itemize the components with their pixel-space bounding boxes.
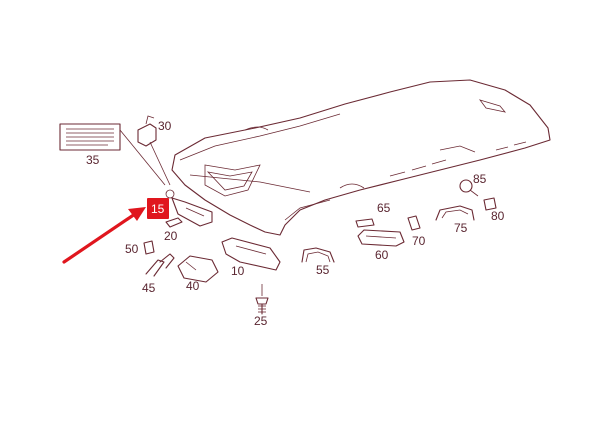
part-number-55: 55 (316, 263, 330, 277)
bulb-part-20 (165, 217, 183, 228)
part-number-30: 30 (158, 119, 172, 133)
part-number-15: 15 (151, 202, 165, 216)
highlight-box (147, 198, 169, 219)
clip-part-80 (483, 197, 497, 211)
clip-part-70 (407, 215, 421, 231)
headliner-panel (171, 79, 551, 236)
part-number-65: 65 (377, 201, 391, 215)
handle-part-75 (435, 205, 475, 221)
hook-part-45 (145, 253, 175, 277)
part-number-80: 80 (491, 209, 505, 223)
part-number-35: 35 (86, 153, 100, 167)
warning-label-35 (59, 123, 166, 186)
lamp-part-40 (177, 255, 219, 283)
part-number-40: 40 (186, 279, 200, 293)
part-number-10: 10 (231, 264, 245, 278)
part-number-75: 75 (454, 221, 468, 235)
bulb-part-65 (355, 218, 375, 228)
part-number-45: 45 (142, 281, 156, 295)
handle-part-10 (221, 237, 281, 271)
handle-part-55 (301, 247, 335, 263)
part-number-25: 25 (254, 314, 268, 328)
clip-part-30 (137, 115, 171, 186)
clip-part-50 (143, 240, 155, 255)
part-number-85: 85 (473, 172, 487, 186)
part-number-20: 20 (164, 229, 178, 243)
knob-part-85 (459, 179, 479, 197)
visor-part-15 (165, 189, 213, 227)
part-number-60: 60 (375, 248, 389, 262)
lamp-part-60 (357, 229, 405, 247)
part-number-70: 70 (412, 234, 426, 248)
pointer-arrow (62, 207, 146, 264)
screw-part-25 (255, 284, 269, 315)
part-number-50: 50 (125, 242, 139, 256)
